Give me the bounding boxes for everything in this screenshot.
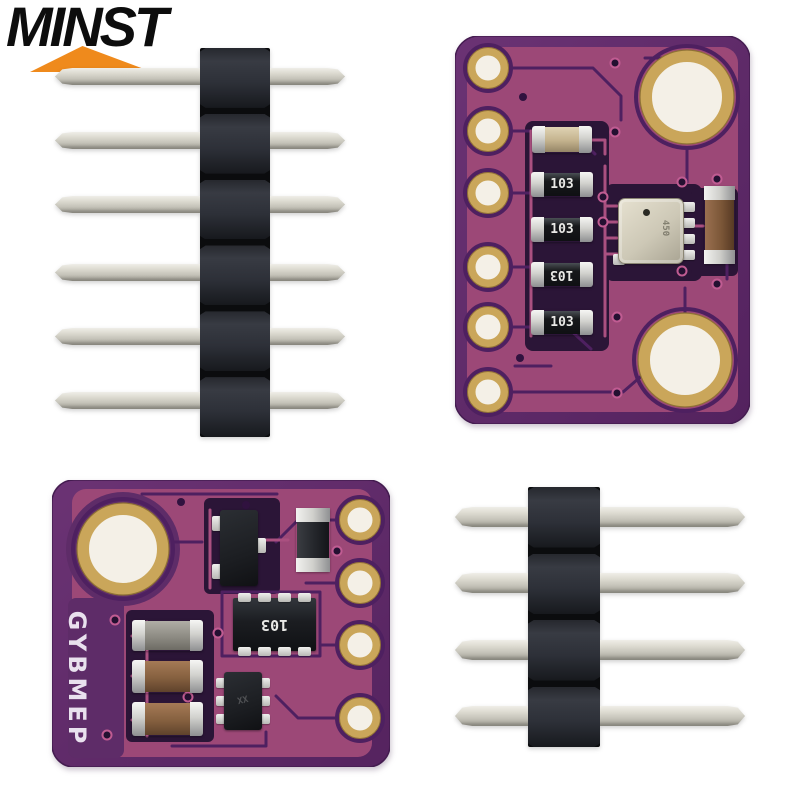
smd-capacitor <box>132 620 203 651</box>
pcb-board-bottom-left: GYBMEP 103 <box>52 480 390 767</box>
header-body-segment <box>528 620 600 681</box>
sot23-6-ic: XX <box>224 672 262 730</box>
solder-pad <box>238 647 251 656</box>
sensor-vent-hole <box>643 209 650 216</box>
brand-logo: MINST <box>4 0 194 80</box>
solder-end <box>531 217 544 242</box>
solder-end <box>704 250 735 264</box>
mounting-hole <box>638 50 734 407</box>
resistor-network: 103 <box>233 593 316 656</box>
capacitor-body <box>297 522 329 558</box>
capacitor-body <box>545 127 579 152</box>
smd-resistor: 103 <box>531 172 593 197</box>
resistor-body: 103 <box>544 263 580 286</box>
header-plastic-body <box>528 487 600 747</box>
sensor-marking: 450 <box>659 219 670 237</box>
solder-pad <box>216 678 228 688</box>
ic-marking: XX <box>236 694 250 708</box>
header-body-segment <box>200 377 270 437</box>
vias <box>101 498 343 741</box>
solder-pad <box>298 647 311 656</box>
header-body-segment <box>200 311 270 372</box>
header-body-segment <box>200 113 270 174</box>
solder-pad <box>298 593 311 602</box>
resistor-body: 103 <box>544 218 580 241</box>
solder-end <box>531 172 544 197</box>
smd-capacitor <box>132 660 203 693</box>
solder-end <box>531 310 544 335</box>
pin-header-4pin <box>453 487 747 747</box>
solder-end <box>532 126 545 153</box>
solder-pad <box>216 696 228 706</box>
header-body-segment <box>200 245 270 306</box>
resistor-body: 103 <box>544 311 580 334</box>
solder-end <box>296 508 330 522</box>
solder-end <box>296 558 330 572</box>
pcb-board-top-right: 103 103 103 103 450 <box>455 36 750 424</box>
bme280-sensor: 450 <box>618 198 684 264</box>
header-body-segment <box>200 48 270 108</box>
solder-end <box>580 217 593 242</box>
header-pin <box>455 640 745 660</box>
resistor-label: 103 <box>550 315 574 330</box>
solder-pad <box>682 234 695 244</box>
solder-end <box>579 126 592 153</box>
solder-end <box>531 262 544 287</box>
smd-capacitor-dark <box>296 508 330 572</box>
solder-end <box>704 186 735 200</box>
solder-end <box>580 172 593 197</box>
solder-end <box>580 262 593 287</box>
solder-end <box>190 620 203 651</box>
mounting-hole <box>76 502 170 596</box>
smd-capacitor <box>532 126 592 153</box>
solder-pad <box>258 714 270 724</box>
logo-text: MINST <box>6 0 168 58</box>
smd-capacitor-brown <box>704 186 735 264</box>
solder-end <box>580 310 593 335</box>
solder-pad <box>258 593 271 602</box>
solder-pad <box>258 696 270 706</box>
capacitor-body <box>705 200 734 250</box>
capacitor-body <box>145 703 190 735</box>
header-plastic-body <box>200 48 270 437</box>
header-pin <box>455 507 745 527</box>
solder-pad <box>682 218 695 228</box>
solder-pad <box>238 593 251 602</box>
header-pin <box>455 573 745 593</box>
vias <box>516 57 723 399</box>
resistor-network-label: 103 <box>260 615 289 634</box>
capacitor-body <box>145 621 190 650</box>
plated-holes <box>76 499 381 739</box>
plated-holes <box>467 47 735 413</box>
solder-end <box>190 660 203 693</box>
solder-end <box>132 702 145 736</box>
solder-pad <box>258 678 270 688</box>
smd-resistor: 103 <box>531 262 593 287</box>
solder-end <box>132 620 145 651</box>
resistor-label: 103 <box>550 177 574 192</box>
solder-pad <box>216 714 228 724</box>
smd-resistor: 103 <box>531 217 593 242</box>
silkscreen-label: GYBMEP <box>63 610 91 748</box>
capacitor-body <box>145 661 190 692</box>
solder-end <box>132 660 145 693</box>
solder-pad <box>682 202 695 212</box>
regulator-ic <box>220 510 258 586</box>
header-body-segment <box>200 179 270 240</box>
header-body-segment <box>528 686 600 747</box>
solder-pad <box>258 647 271 656</box>
solder-end <box>190 702 203 736</box>
smd-resistor: 103 <box>531 310 593 335</box>
pin-header-6pin <box>53 48 347 437</box>
header-body-segment <box>528 553 600 614</box>
header-pin <box>455 706 745 726</box>
smd-capacitor <box>132 702 203 736</box>
resistor-label: 103 <box>550 222 574 237</box>
header-body-segment <box>528 487 600 548</box>
solder-pad <box>278 647 291 656</box>
solder-pad <box>278 593 291 602</box>
resistor-body: 103 <box>544 173 580 196</box>
solder-pad <box>682 250 695 260</box>
resistor-label: 103 <box>550 267 574 282</box>
